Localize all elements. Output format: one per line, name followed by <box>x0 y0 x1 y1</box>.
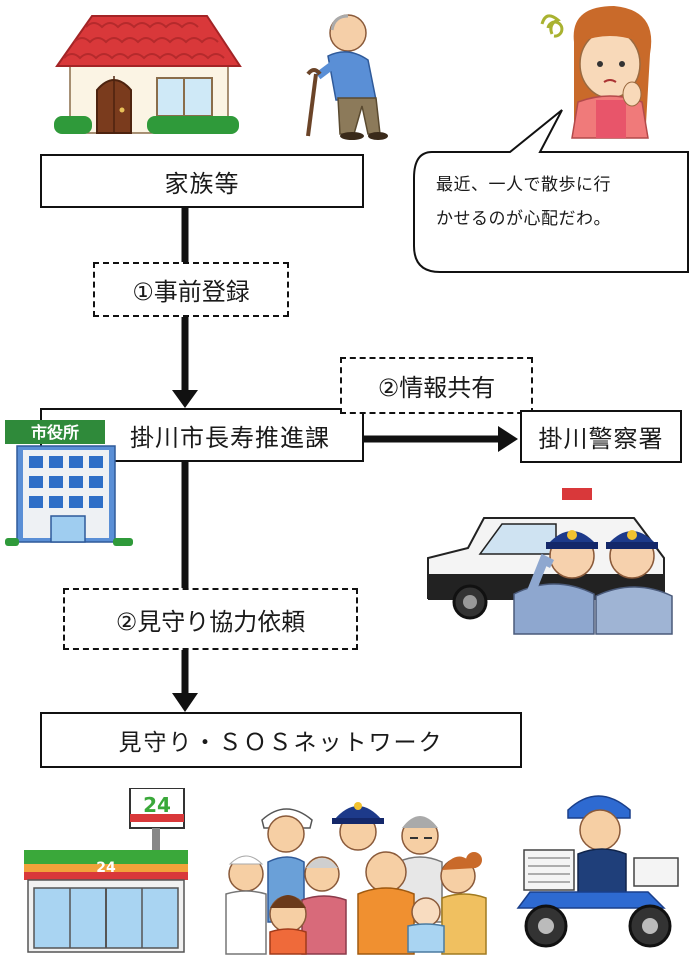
step-info-share-label: ②情報共有 <box>377 374 496 402</box>
step-registration-box: ①事前登録 <box>93 262 289 317</box>
community-group-illustration <box>225 802 487 955</box>
speech-bubble-line2: かせるのが心配だわ。 <box>436 209 611 229</box>
police-illustration <box>427 488 673 635</box>
worried-woman-illustration <box>540 6 652 139</box>
store-front-sign: 24 <box>96 860 116 876</box>
arrowhead-network <box>172 693 198 712</box>
city-office-label: 掛川市長寿推進課 <box>130 423 330 452</box>
police-station-box: 掛川警察署 <box>520 410 682 463</box>
step-watch-request-label: ②見守り協力依頼 <box>115 607 306 636</box>
speech-bubble-line1: 最近、一人で散歩に行 <box>436 175 611 195</box>
store-pole-sign: 24 <box>143 793 171 817</box>
city-hall-illustration: 市役所 <box>5 420 133 546</box>
step-info-share-box: ②情報共有 <box>340 357 533 414</box>
elderly-man-illustration <box>306 14 388 140</box>
city-hall-sign: 市役所 <box>31 423 79 442</box>
step-registration-label: ①事前登録 <box>132 278 250 306</box>
family-label: 家族等 <box>164 169 240 198</box>
police-station-label: 掛川警察署 <box>538 425 664 453</box>
convenience-store-illustration: 24 24 <box>24 788 188 953</box>
speech-bubble-text: 最近、一人で散歩に行 かせるのが心配だわ。 <box>436 168 611 236</box>
house-illustration <box>54 15 242 134</box>
network-label: 見守り・ＳＯＳネットワーク <box>118 730 444 756</box>
delivery-scooter-illustration <box>516 795 679 948</box>
step-watch-request-box: ②見守り協力依頼 <box>63 588 358 650</box>
network-box: 見守り・ＳＯＳネットワーク <box>40 712 522 768</box>
family-box: 家族等 <box>40 154 364 208</box>
arrowhead-police <box>498 426 518 452</box>
arrowhead-office <box>172 390 198 408</box>
